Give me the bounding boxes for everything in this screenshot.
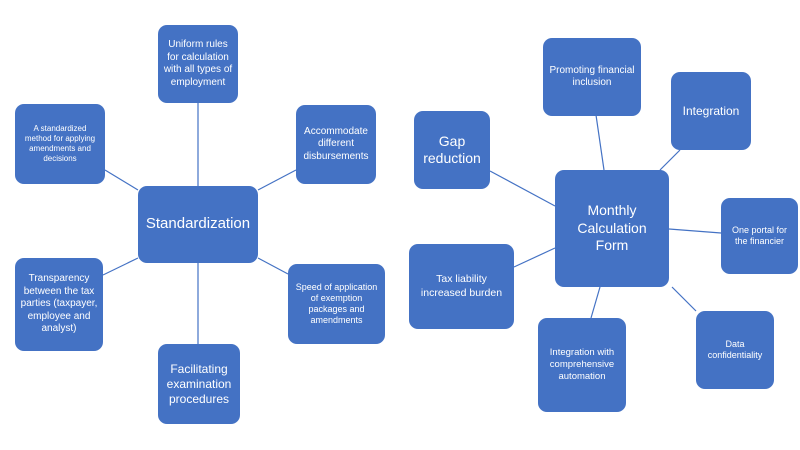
financial-inclusion-node: Promoting financial inclusion (543, 38, 641, 116)
gap-reduction-node: Gap reduction (414, 111, 490, 189)
speed-node: Speed of application of exemption packag… (288, 264, 385, 344)
one-portal-label: One portal for the financier (731, 224, 788, 246)
accommodate-node: Accommodate different disbursements (296, 105, 376, 184)
data-confidentiality-node: Data confidentiality (696, 311, 774, 389)
connector-mcf-integration (659, 149, 681, 171)
integration-automation-node: Integration with comprehensive automatio… (538, 318, 626, 412)
data-confidentiality-label: Data confidentiality (707, 338, 763, 360)
connector-mcf-one-portal (668, 228, 722, 234)
standardized-method-node: A standardized method for applying amend… (15, 104, 105, 184)
financial-inclusion-label: Promoting financial inclusion (549, 64, 635, 89)
monthly-calculation-form-node: Monthly Calculation Form (555, 170, 669, 287)
uniform-rules-node: Uniform rules for calculation with all t… (158, 25, 238, 103)
speed-label: Speed of application of exemption packag… (295, 281, 378, 326)
connector-mcf-integration-automation (590, 286, 601, 319)
connector-standardization-transparency (102, 257, 139, 276)
monthly-calculation-form-label: Monthly Calculation Form (577, 202, 647, 254)
gap-reduction-label: Gap reduction (423, 132, 481, 167)
connector-standardization-accommodate (257, 169, 297, 191)
connector-mcf-tax-liability (513, 247, 556, 268)
standardized-method-label: A standardized method for applying amend… (24, 124, 96, 163)
uniform-rules-label: Uniform rules for calculation with all t… (163, 39, 233, 88)
tax-liability-node: Tax liability increased burden (409, 244, 514, 329)
one-portal-node: One portal for the financier (721, 198, 798, 274)
connector-standardization-speed (257, 257, 289, 275)
connector-mcf-financial-inclusion (595, 114, 605, 171)
connector-standardization-standardized-method (104, 169, 139, 191)
integration-label: Integration (682, 103, 740, 118)
standardization-label: Standardization (145, 215, 251, 233)
standardization-node: Standardization (138, 186, 258, 263)
integration-automation-label: Integration with comprehensive automatio… (549, 347, 615, 382)
transparency-node: Transparency between the tax parties (ta… (15, 258, 103, 351)
tax-liability-label: Tax liability increased burden (420, 273, 503, 299)
connector-mcf-data-confidentiality (671, 286, 697, 312)
integration-node: Integration (671, 72, 751, 150)
facilitating-node: Facilitating examination procedures (158, 344, 240, 424)
transparency-label: Transparency between the tax parties (ta… (20, 273, 98, 335)
accommodate-label: Accommodate different disbursements (303, 125, 369, 162)
facilitating-label: Facilitating examination procedures (166, 361, 232, 406)
connector-mcf-gap-reduction (489, 170, 556, 207)
